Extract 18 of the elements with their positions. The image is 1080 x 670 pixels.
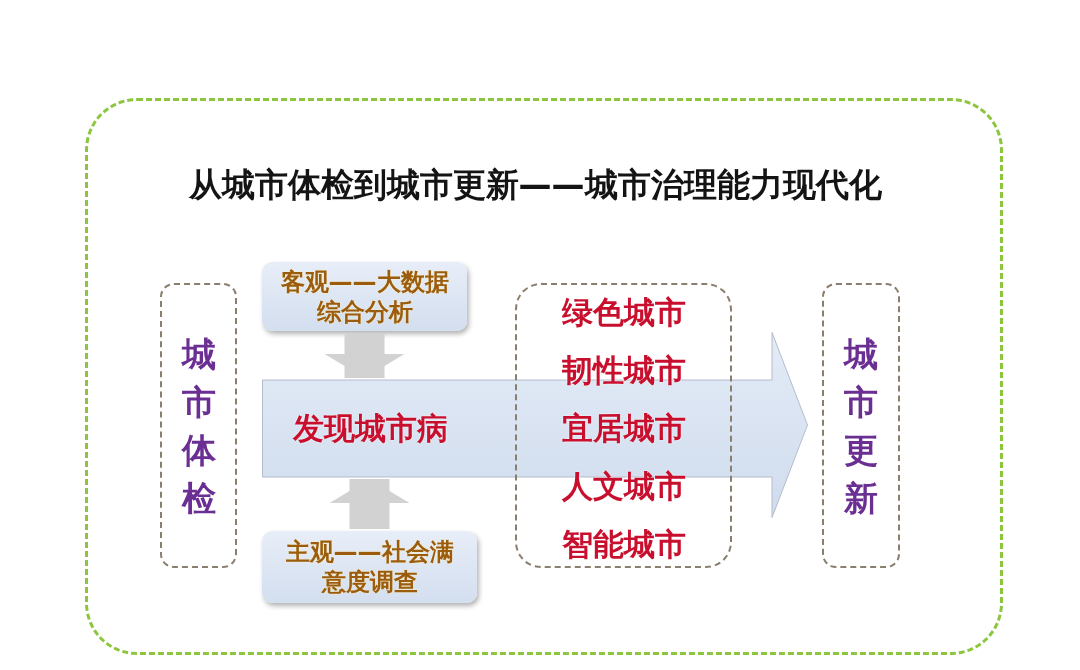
dashed-box — [160, 283, 237, 568]
title: 从城市体检到城市更新——城市治理能力现代化 — [188, 165, 882, 205]
pointed-band — [262, 332, 808, 518]
vertical-label: 城市体检 — [181, 332, 216, 520]
dashed-frame — [85, 98, 1003, 655]
list-item: 智能城市 — [561, 526, 686, 564]
info-box: 主观——社会满意度调查 — [262, 531, 477, 603]
arrow — [329, 479, 410, 529]
list-item: 人文城市 — [561, 468, 686, 506]
arrow — [324, 333, 405, 378]
list-item: 绿色城市 — [561, 294, 686, 332]
list-item: 韧性城市 — [561, 352, 686, 390]
dashed-box — [822, 283, 900, 568]
list-item: 宜居城市 — [561, 410, 686, 448]
vertical-label: 城市更新 — [844, 332, 878, 520]
info-box: 客观——大数据综合分析 — [262, 262, 467, 331]
dashed-box — [515, 283, 732, 568]
band-label: 发现城市病 — [292, 409, 448, 448]
